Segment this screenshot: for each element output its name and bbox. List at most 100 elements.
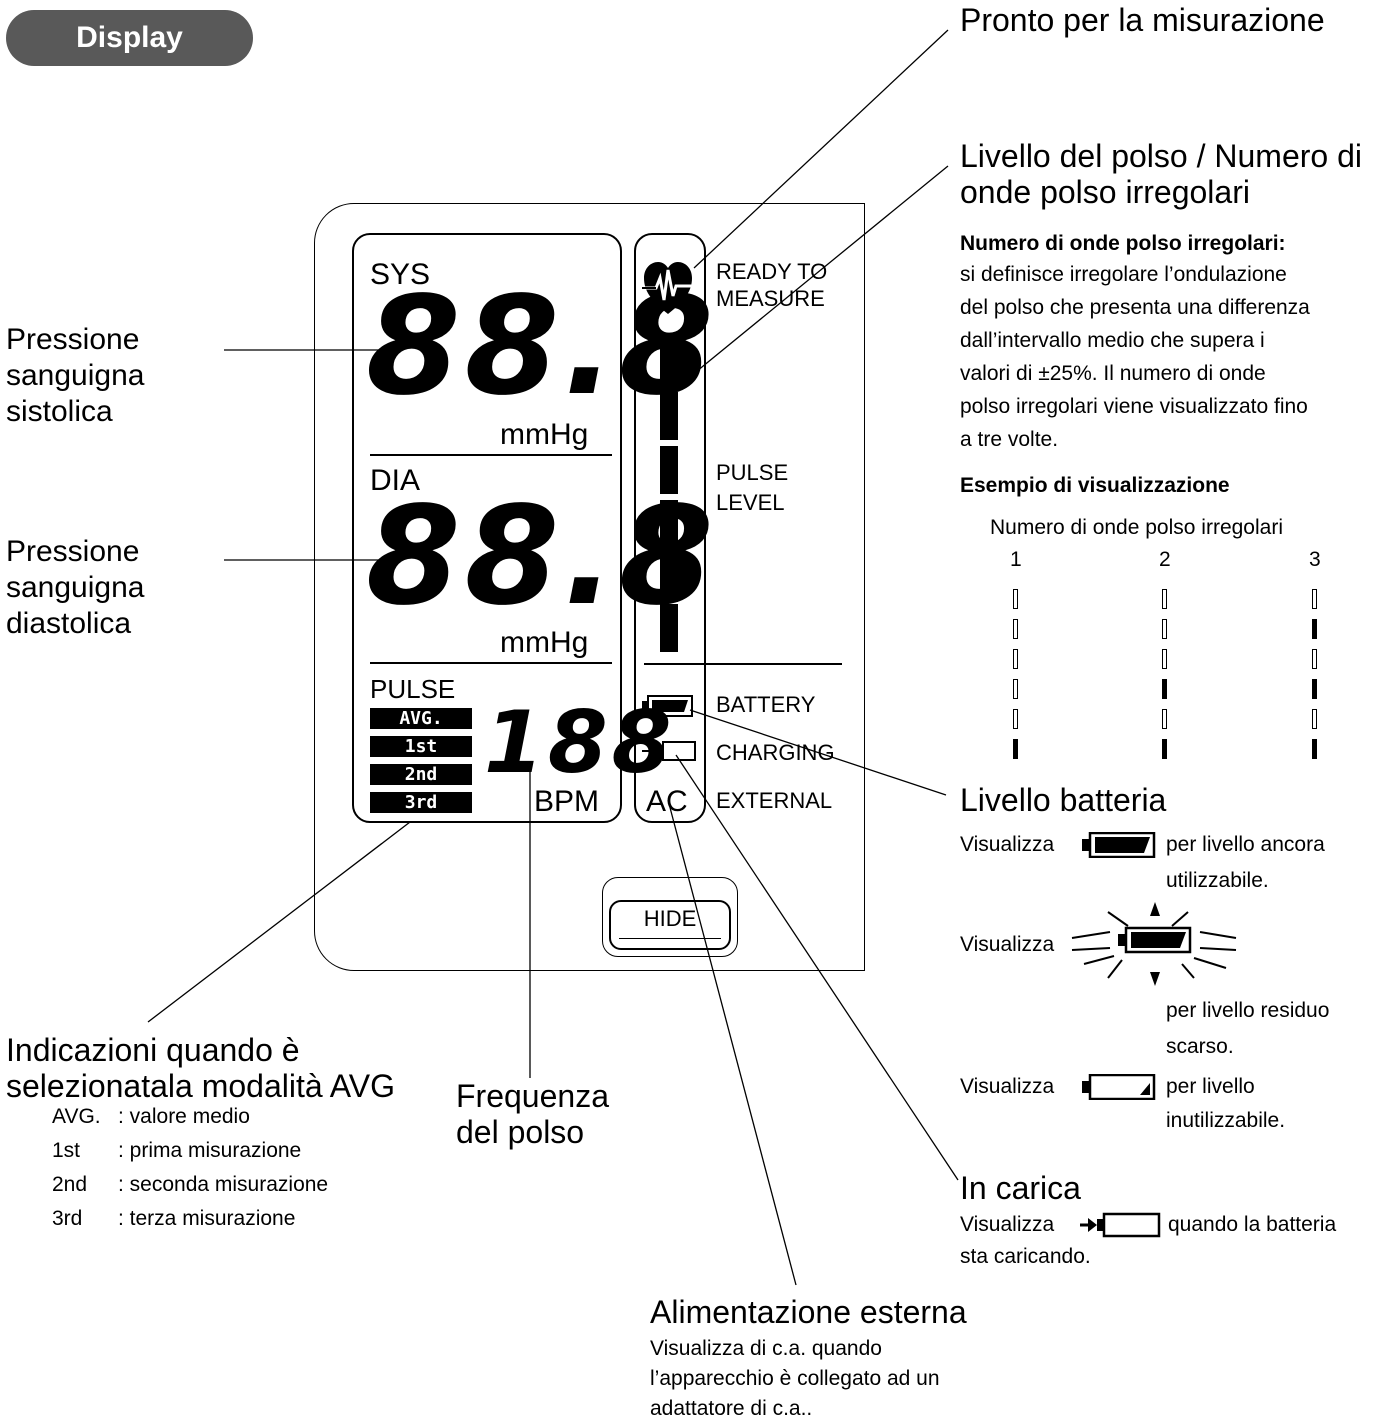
hide-button-label: HIDE [643,906,697,931]
systolic-callout: Pressione [6,323,140,356]
battery-empty-post-1: per livello [1166,1075,1255,1098]
sys-unit: mmHg [500,418,589,451]
dia-digits: 88.8 [366,478,718,636]
irregular-line: dall’intervallo medio che supera i [960,329,1265,352]
tag-1st: 1st [370,736,472,757]
battery-full-post-2: utilizzabile. [1166,869,1269,892]
avg-item-key: 3rd [52,1207,83,1230]
external-line: l’apparecchio è collegato ad un [650,1367,940,1390]
external-line: adattatore di c.a.. [650,1397,813,1420]
example-bar [1162,589,1167,609]
example-col-3: 3 [1309,548,1321,571]
lcd-divider [370,454,612,456]
example-bar [1013,589,1018,609]
avg-item-desc: : seconda misurazione [118,1173,329,1196]
pulse-level-label-1: PULSE [716,460,789,485]
sys-label: SYS [370,258,431,291]
battery-full-pre: Visualizza [960,833,1055,856]
example-bar [1162,739,1167,759]
example-bar [1312,709,1317,729]
charging-label: CHARGING [716,740,835,765]
heart-icon [642,262,694,314]
ready-label-1: READY TO [716,259,828,284]
battery-label: BATTERY [716,692,816,717]
pulse-unit: BPM [534,785,600,818]
example-bar [1312,619,1317,639]
ac-indicator: AC [646,785,688,818]
irregular-heading: Numero di onde polso irregolari: [960,232,1286,255]
irregular-line: si definisce irregolare l’ondulazione [960,263,1287,286]
lcd-divider [644,663,842,665]
pulse-level-bar [660,338,678,386]
ready-callout: Pronto per la misurazione [960,2,1325,38]
pulse-level-label-2: LEVEL [716,490,785,515]
pulse-digits: 188 [484,693,676,793]
example-heading: Esempio di visualizzazione [960,474,1230,497]
device-body [314,203,865,971]
diastolic-callout: diastolica [6,607,132,640]
external-label: EXTERNAL [716,788,833,813]
example-bar [1312,679,1317,699]
pulse-rate-callout-1: Frequenza [456,1078,609,1114]
pulse-level-bar [660,604,678,652]
example-bar [1013,619,1018,639]
pulse-rate-callout-2: del polso [456,1114,585,1150]
hide-button[interactable]: HIDE [609,900,731,950]
external-callout-title: Alimentazione esterna [650,1294,967,1330]
example-col-1: 1 [1010,548,1022,571]
pulse-level-bar [660,446,678,494]
dia-unit: mmHg [500,626,589,659]
charging-post-2: sta caricando. [960,1245,1091,1268]
hide-button-line [619,938,721,939]
hide-button-housing [602,877,738,957]
battery-full-icon [642,695,693,717]
lcd-main-panel [352,233,622,823]
pulse-label: PULSE [370,674,456,704]
example-bar [1013,709,1018,729]
pulse-level-bar [660,392,678,440]
example-bar [1312,589,1317,609]
example-bar [1013,679,1018,699]
battery-blinking-icon [1071,902,1237,986]
battery-callout-title: Livello batteria [960,782,1167,818]
irregular-line: del polso che presenta una differenza [960,296,1310,319]
diastolic-callout: Pressione [6,535,140,568]
avg-item-desc: : prima misurazione [118,1139,302,1162]
charging-icon [1080,1212,1161,1238]
example-col-2: 2 [1159,548,1171,571]
avg-item-key: 1st [52,1139,81,1162]
avg-item-key: 2nd [52,1173,88,1196]
lcd-side-panel [634,233,706,823]
example-bar [1312,739,1317,759]
battery-empty-post-2: inutilizzabile. [1166,1109,1286,1132]
lcd-divider [370,662,612,664]
battery-full-post-1: per livello ancora [1166,833,1325,856]
avg-item-key: AVG. [52,1105,101,1128]
charging-post: quando la batteria [1168,1213,1337,1236]
pulse-level-callout-2: onde polso irregolari [960,174,1250,210]
example-bar [1162,679,1167,699]
section-badge: Display [6,10,253,66]
charging-icon [642,741,696,761]
example-bar [1312,649,1317,669]
example-bar [1013,649,1018,669]
diastolic-callout: sanguigna [6,571,145,604]
systolic-callout: sistolica [6,395,113,428]
battery-empty-icon [1082,1074,1156,1100]
irregular-line: valori di ±25%. Il numero di onde [960,362,1266,385]
avg-callout-title-1: Indicazioni quando è [6,1032,300,1068]
avg-callout-title-2: selezionatala modalità AVG [6,1068,395,1104]
example-bar [1162,709,1167,729]
charging-pre: Visualizza [960,1213,1055,1236]
pulse-level-bar [660,500,678,548]
pulse-level-callout-1: Livello del polso / Numero di [960,138,1362,174]
battery-full-icon [1082,832,1156,858]
avg-item-desc: : valore medio [118,1105,250,1128]
irregular-line: a tre volte. [960,428,1059,451]
dia-label: DIA [370,464,421,497]
example-bar [1162,649,1167,669]
battery-low-post-2: scarso. [1166,1035,1234,1058]
systolic-callout: sanguigna [6,359,145,392]
irregular-line: polso irregolari viene visualizzato fino [960,395,1308,418]
example-bar [1013,739,1018,759]
